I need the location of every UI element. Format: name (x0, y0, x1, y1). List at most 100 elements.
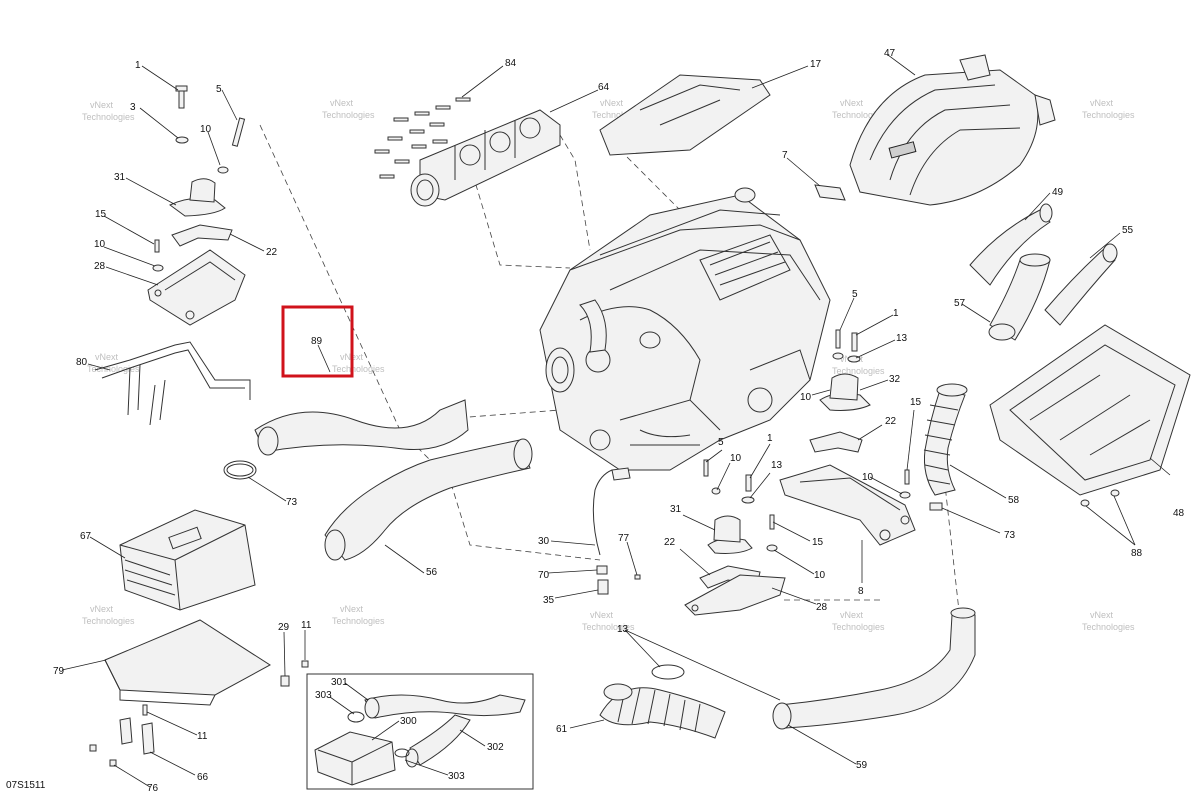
engine-mount-31 (169, 178, 226, 217)
watermark: vNext (840, 98, 864, 108)
watermark: vNext (840, 610, 864, 620)
callout-label: 1 (767, 433, 773, 444)
watermark: Technologies (832, 110, 885, 120)
callout-label: 80 (76, 357, 88, 368)
callout-label: 48 (1173, 508, 1185, 519)
watermark: vNext (600, 98, 624, 108)
watermark: Technologies (82, 112, 135, 122)
hose-49 (969, 203, 1053, 286)
intercooler-67 (119, 509, 256, 611)
callout-label: 22 (885, 416, 897, 427)
watermark: vNext (340, 604, 364, 614)
engine-cover-17 (599, 74, 771, 156)
callout-label: 302 (487, 742, 504, 753)
callout-label: 5 (718, 437, 724, 448)
callout-label: 70 (538, 570, 550, 581)
watermark: Technologies (1082, 110, 1135, 120)
bolt-1 (851, 332, 858, 352)
stud-5 (231, 117, 246, 147)
airbox-47 (849, 54, 1056, 206)
nut-88 (1080, 499, 1090, 507)
crossmember-8 (779, 464, 916, 546)
callout-label: 47 (884, 48, 896, 59)
plug-77 (634, 574, 641, 580)
watermark: Technologies (322, 110, 375, 120)
nut-10 (152, 264, 164, 272)
air-tray-48 (989, 324, 1191, 496)
watermark: vNext (1090, 98, 1114, 108)
strap-80 (94, 341, 251, 426)
callout-label: 10 (200, 124, 212, 135)
callout-label: 5 (216, 84, 222, 95)
callout-label: 67 (80, 531, 92, 542)
callout-label: 15 (812, 537, 824, 548)
nut-10 (217, 166, 229, 174)
watermark: Technologies (582, 622, 635, 632)
label-7 (814, 184, 846, 201)
callout-label: 29 (278, 622, 290, 633)
callout-label: 73 (286, 497, 298, 508)
screw-11 (301, 660, 309, 668)
fitting-70 (596, 565, 608, 575)
inset-detail-box (306, 673, 534, 790)
highlight-label: 89 (311, 336, 323, 347)
callout-label: 88 (1131, 548, 1143, 559)
clamp-73 (223, 460, 257, 480)
watermark: Technologies (1082, 622, 1135, 632)
callout-label: 8 (858, 586, 864, 597)
pipe-59 (772, 607, 976, 730)
watermark: vNext (90, 604, 114, 614)
callout-label: 28 (816, 602, 828, 613)
bracket-22 (809, 431, 863, 453)
clamp-73 (929, 502, 943, 511)
callout-label: 79 (53, 666, 65, 677)
diagram-reference: 07S1511 (6, 780, 46, 791)
clip-29 (280, 675, 290, 687)
pipe-57 (988, 253, 1051, 341)
washer-3 (175, 136, 189, 144)
callout-label: 77 (618, 533, 630, 544)
bracket-66 (119, 717, 155, 755)
callout-label: 300 (400, 716, 417, 727)
stud-5 (835, 329, 841, 349)
callout-label: 13 (771, 460, 783, 471)
callout-label: 1 (893, 308, 899, 319)
callout-label: 66 (197, 772, 209, 783)
callout-label: 13 (896, 333, 908, 344)
intake-hose-89 (254, 399, 469, 456)
mount-plate-28 (684, 574, 786, 616)
watermark: Technologies (832, 366, 885, 376)
engine-mount-31 (707, 515, 753, 554)
watermark: Technologies (332, 364, 385, 374)
callout-label: 15 (95, 209, 107, 220)
callout-label: 303 (315, 690, 332, 701)
callout-label: 32 (889, 374, 901, 385)
callout-label: 28 (94, 261, 106, 272)
bolts-84 (374, 97, 471, 179)
callout-label: 84 (505, 58, 517, 69)
callout-label: 31 (670, 504, 682, 515)
callout-label: 10 (730, 453, 742, 464)
intake-hose-56 (324, 438, 533, 561)
callout-label: 303 (448, 771, 465, 782)
watermark: Technologies (832, 622, 885, 632)
screw-11 (142, 704, 148, 716)
watermark: vNext (95, 352, 119, 362)
watermark: vNext (90, 100, 114, 110)
callout-label: 11 (197, 731, 208, 742)
callout-label: 10 (814, 570, 826, 581)
callout-label: 22 (664, 537, 676, 548)
callout-label: 17 (810, 59, 822, 70)
bracket-22 (171, 224, 233, 247)
callout-label: 10 (862, 472, 874, 483)
mount-plate-28 (147, 249, 246, 326)
stud-5 (703, 459, 709, 477)
callout-label: 7 (782, 150, 788, 161)
callout-label: 56 (426, 567, 438, 578)
watermark: Technologies (592, 110, 645, 120)
leader-lines (61, 54, 1171, 788)
callout-label: 64 (598, 82, 610, 93)
callout-label: 301 (331, 677, 348, 688)
